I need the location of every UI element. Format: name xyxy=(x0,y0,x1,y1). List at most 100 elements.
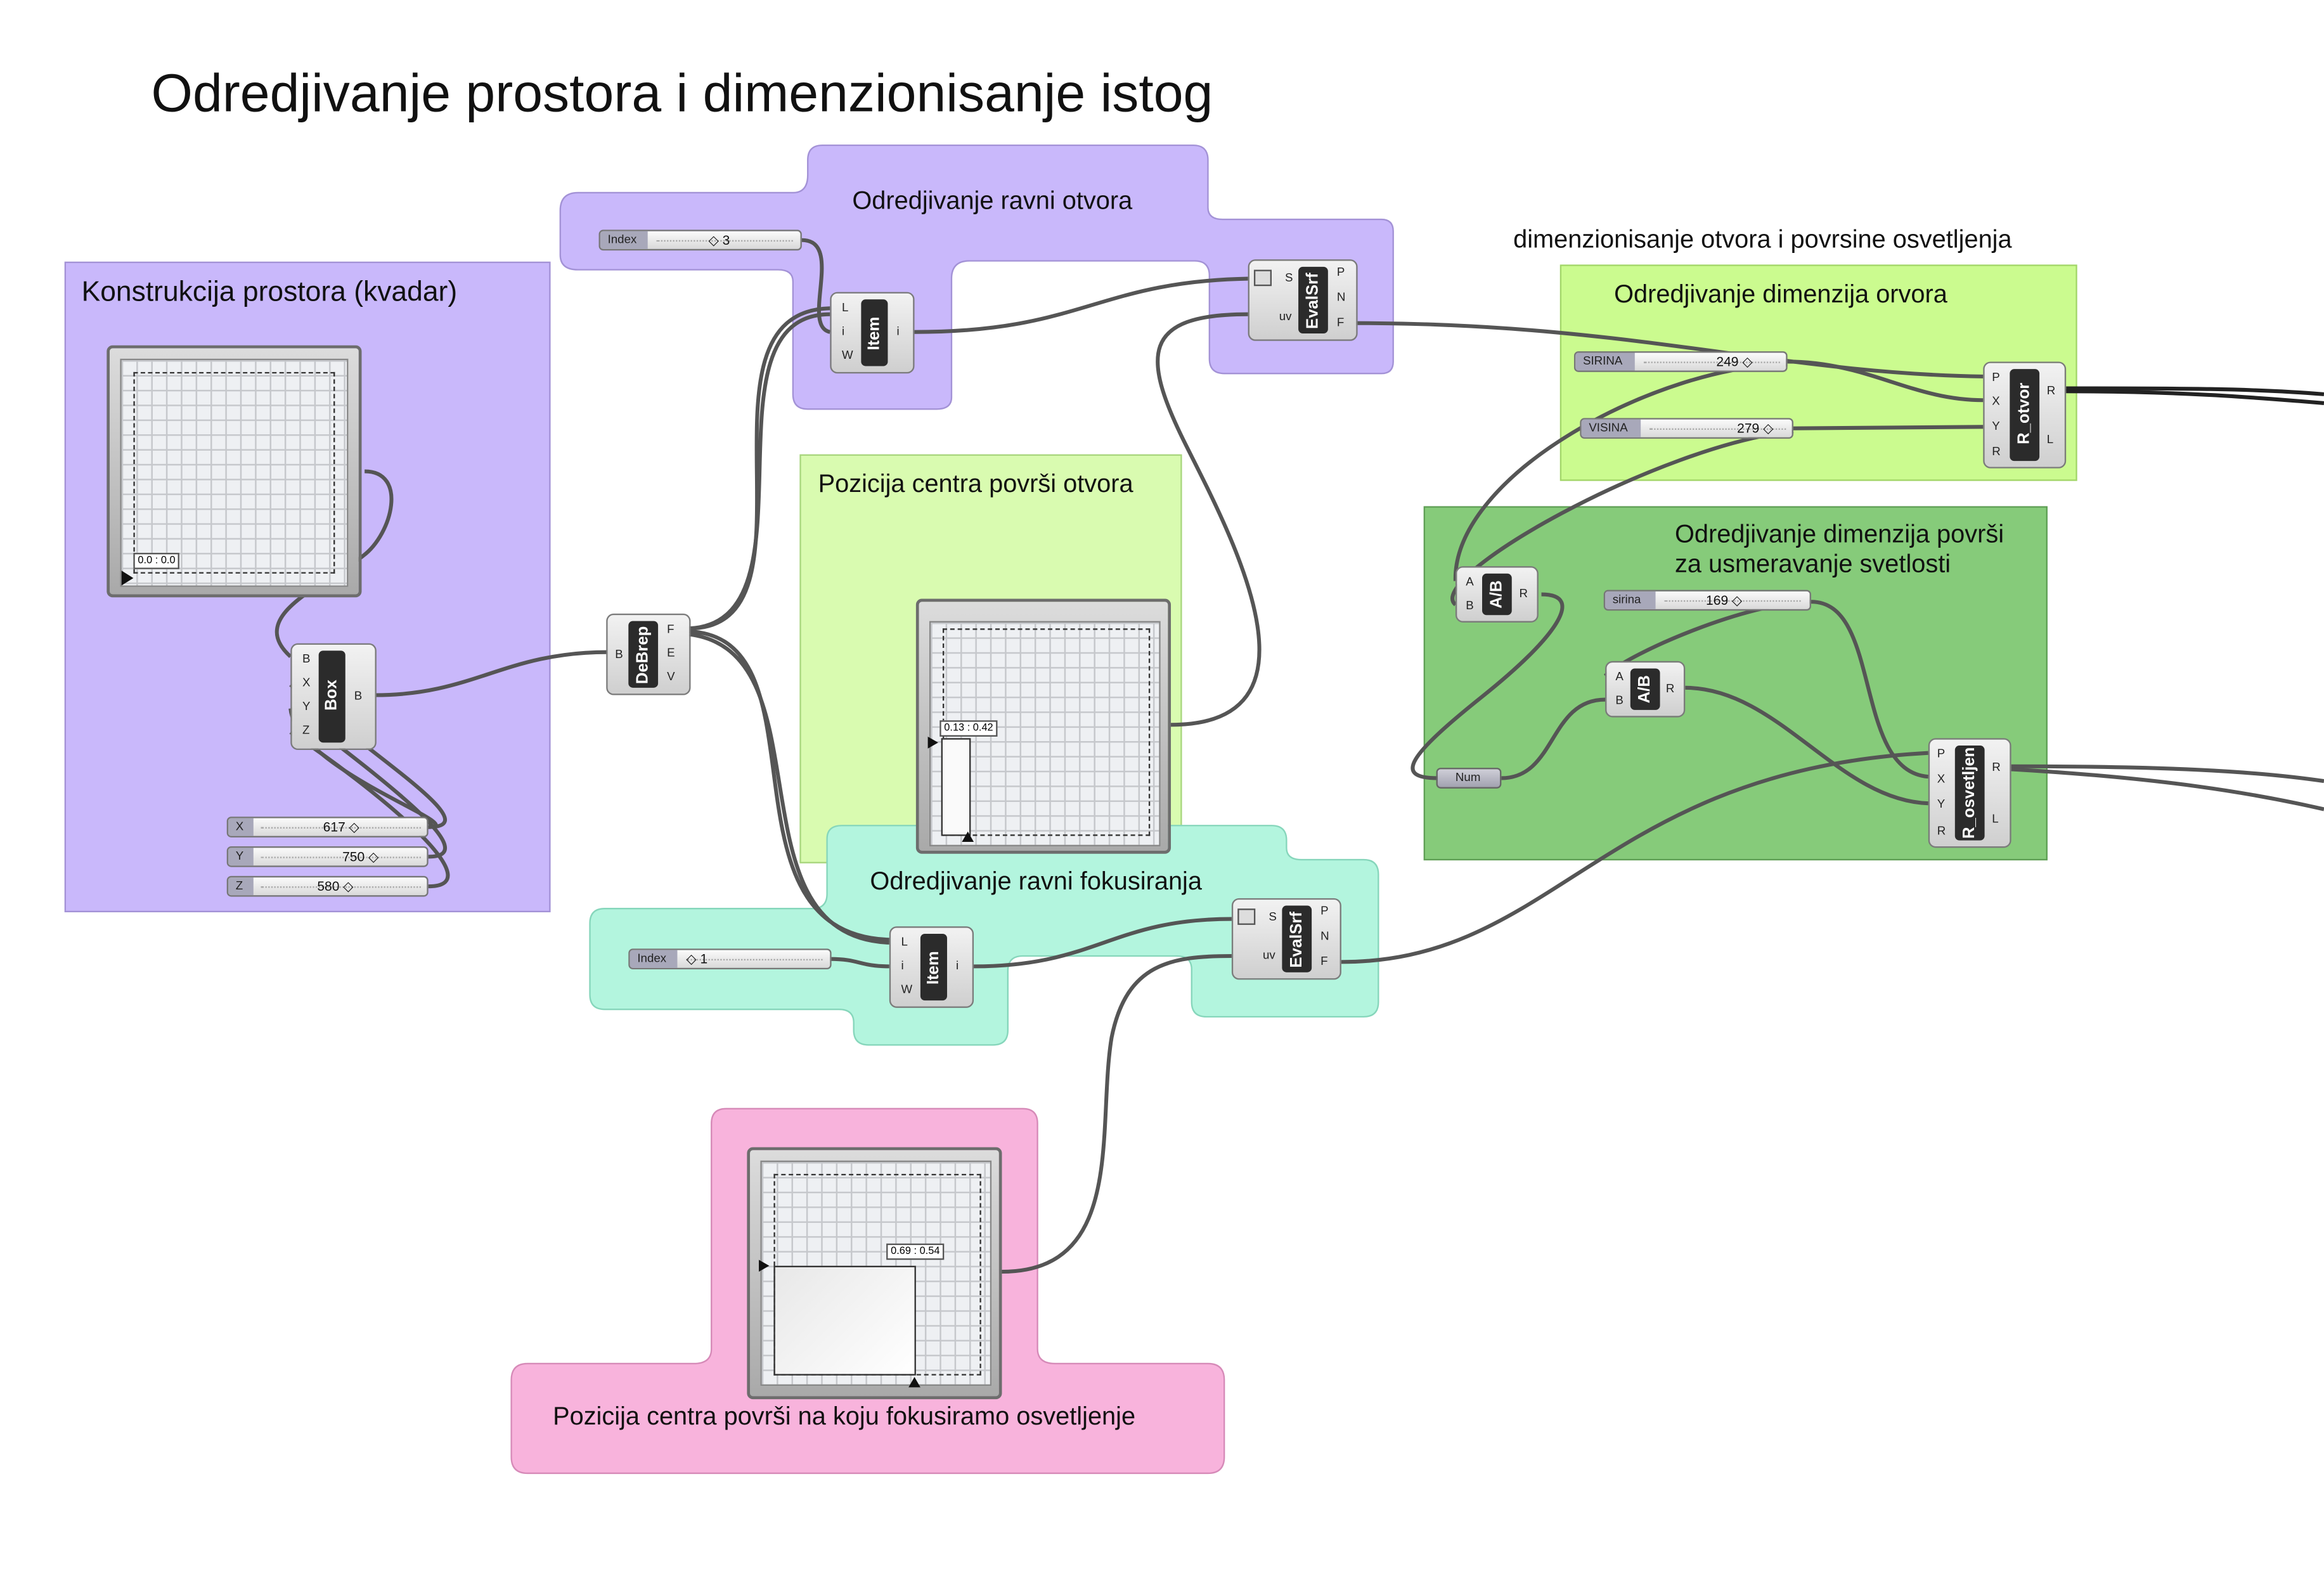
ab-component-top[interactable]: A B A/B R xyxy=(1455,566,1539,623)
r-otvor-port-p[interactable]: P xyxy=(1992,370,2000,384)
slider-z[interactable]: Z 580 ◇ xyxy=(226,875,429,897)
evalsrf-top-port-s[interactable]: S xyxy=(1285,271,1293,285)
r-otvor-port-r[interactable]: R xyxy=(1992,444,2001,458)
debrep-port-b[interactable]: B xyxy=(615,647,623,661)
group-ravni-fokusiranja[interactable] xyxy=(589,825,1379,1046)
evalsrf-bottom-port-uv[interactable]: uv xyxy=(1262,948,1275,962)
mdslider-handle-icon[interactable] xyxy=(121,571,134,586)
ab-top-port-b[interactable]: B xyxy=(1466,598,1474,612)
slider-x[interactable]: X 617 ◇ xyxy=(226,817,429,837)
r-osvetljen-port-out-l[interactable]: L xyxy=(1992,812,1999,826)
evalsrf-bottom-port-p[interactable]: P xyxy=(1320,904,1329,918)
r-osvetljen-port-x[interactable]: X xyxy=(1937,772,1946,786)
group-label-dimenzija-otvora: Odredjivanje dimenzija orvora xyxy=(1614,280,1947,309)
r-otvor-port-x[interactable]: X xyxy=(1992,394,2000,408)
box-port-z[interactable]: Z xyxy=(302,723,310,737)
item-bottom-port-w[interactable]: W xyxy=(901,983,913,997)
mdslider-fokus-handle-icon[interactable] xyxy=(759,1260,770,1272)
evalsrf-top-port-f[interactable]: F xyxy=(1336,315,1345,330)
group-label-centar-fokus: Pozicija centra površi na koju fokusiram… xyxy=(553,1402,1136,1431)
r-osvetljen-port-out-r[interactable]: R xyxy=(1992,760,2001,774)
mdslider-fokus[interactable]: 0.69 : 0.54 xyxy=(747,1147,1002,1400)
mdslider-readout: 0.0 : 0.0 xyxy=(133,553,180,569)
mdslider-otvor-handle-icon[interactable] xyxy=(927,736,938,749)
slider-y[interactable]: Y 750 ◇ xyxy=(226,846,429,867)
item-top-port-l[interactable]: L xyxy=(841,300,849,314)
slider-visina-tag: VISINA xyxy=(1581,419,1641,437)
wire-debrep-item-top xyxy=(689,306,830,631)
evalsrf-top-port-uv[interactable]: uv xyxy=(1279,309,1292,323)
debrep-port-e[interactable]: E xyxy=(667,646,675,660)
evalsrf-bottom-port-s[interactable]: S xyxy=(1269,910,1277,924)
debrep-name: DeBrep xyxy=(634,626,652,685)
wire-sirina-rotvor xyxy=(1787,359,1984,403)
item-bottom-port-l[interactable]: L xyxy=(901,935,908,949)
ab-top-port-r[interactable]: R xyxy=(1519,586,1528,600)
num-component[interactable]: Num xyxy=(1436,768,1502,789)
group-label-centar-otvora: Pozicija centra površi otvora xyxy=(818,470,1133,498)
slider-index-top[interactable]: Index ◇ 3 xyxy=(598,229,802,251)
evalsrf-top-port-n[interactable]: N xyxy=(1336,290,1346,304)
slider-sirina[interactable]: SIRINA 249 ◇ xyxy=(1573,351,1788,372)
r-otvor-port-out-r[interactable]: R xyxy=(2046,384,2056,397)
evalsrf-component-bottom[interactable]: S uv EvalSrf P N F xyxy=(1231,898,1341,980)
mdslider-otvor-readout: 0.13 : 0.42 xyxy=(939,720,998,737)
r-otvor-port-y[interactable]: Y xyxy=(1992,419,2000,433)
box-port-x[interactable]: X xyxy=(302,676,311,690)
box-port-y[interactable]: Y xyxy=(302,699,311,713)
wire-debrep-item-bottom xyxy=(689,629,889,942)
item-component-top[interactable]: L i W Item i xyxy=(830,292,915,374)
ab-component-bottom[interactable]: A B A/B R xyxy=(1605,661,1686,718)
r-otvor-component[interactable]: P X Y R R_otvor R L xyxy=(1983,361,2067,468)
slider-visina[interactable]: VISINA 279 ◇ xyxy=(1580,418,1793,439)
ab-bottom-port-b[interactable]: B xyxy=(1615,694,1624,707)
reparam-icon xyxy=(1253,269,1272,287)
evalsrf-bottom-port-f[interactable]: F xyxy=(1320,954,1328,968)
slider-sirina-tag: SIRINA xyxy=(1575,352,1635,371)
wire-box-debrep xyxy=(375,650,608,697)
evalsrf-component-top[interactable]: S uv EvalSrf P N F xyxy=(1248,259,1358,341)
item-top-port-i[interactable]: i xyxy=(841,325,845,339)
wire-pad-evalsrf-bottom xyxy=(1002,953,1232,1274)
evalsrf-top-port-p[interactable]: P xyxy=(1336,265,1345,279)
group-label-ravni-fokusiranja: Odredjivanje ravni fokusiranja xyxy=(870,867,1203,896)
debrep-component[interactable]: B DeBrep F E V xyxy=(606,613,691,695)
item-component-bottom[interactable]: L i W Item i xyxy=(889,926,974,1008)
box-component[interactable]: B X Y Z Box B xyxy=(290,643,377,751)
item-top-port-out[interactable]: i xyxy=(896,325,900,339)
r-osvetljen-port-y[interactable]: Y xyxy=(1937,797,1946,811)
mdslider-otvor-handle-icon-2[interactable] xyxy=(962,831,974,842)
group-ravni-otvora[interactable] xyxy=(559,144,1394,410)
item-bottom-port-i[interactable]: i xyxy=(901,959,904,972)
slider-index-bottom[interactable]: Index ◇ 1 xyxy=(628,948,832,970)
evalsrf-bottom-port-n[interactable]: N xyxy=(1320,929,1329,943)
wire-item-evalsrf-bottom xyxy=(974,917,1232,969)
ab-top-name: A/B xyxy=(1488,580,1506,609)
ab-top-port-a[interactable]: A xyxy=(1466,575,1474,589)
wire-debrep-item-top-2 xyxy=(689,312,830,631)
slider-sirina-small[interactable]: sirina 169 ◇ xyxy=(1603,590,1812,611)
slider-index-top-tag: Index xyxy=(600,231,648,249)
item-bottom-port-out[interactable]: i xyxy=(956,959,959,972)
mdslider-box[interactable]: 0.0 : 0.0 xyxy=(107,345,362,598)
mdslider-bounds xyxy=(133,371,335,574)
ab-bottom-port-r[interactable]: R xyxy=(1665,681,1675,695)
r-otvor-port-out-l[interactable]: L xyxy=(2046,432,2054,446)
mdslider-fokus-handle-icon-2[interactable] xyxy=(908,1377,920,1388)
box-port-out[interactable]: B xyxy=(354,689,363,703)
item-top-port-w[interactable]: W xyxy=(841,348,853,362)
mdslider-otvor-area xyxy=(941,738,971,836)
debrep-port-v[interactable]: V xyxy=(667,669,675,683)
mdslider-fokus-grid[interactable] xyxy=(760,1160,992,1386)
r-osvetljen-component[interactable]: P X Y R R_osvetljen R L xyxy=(1928,738,2011,848)
r-osvetljen-port-r[interactable]: R xyxy=(1937,824,1946,837)
mdslider-otvor[interactable]: 0.13 : 0.42 xyxy=(915,598,1172,854)
r-osvetljen-port-p[interactable]: P xyxy=(1937,747,1946,761)
box-port-b[interactable]: B xyxy=(302,652,311,666)
mdslider-grid[interactable] xyxy=(120,358,349,587)
ab-bottom-port-a[interactable]: A xyxy=(1615,669,1624,683)
debrep-port-f[interactable]: F xyxy=(667,622,675,636)
ab-bottom-name: A/B xyxy=(1636,675,1655,704)
